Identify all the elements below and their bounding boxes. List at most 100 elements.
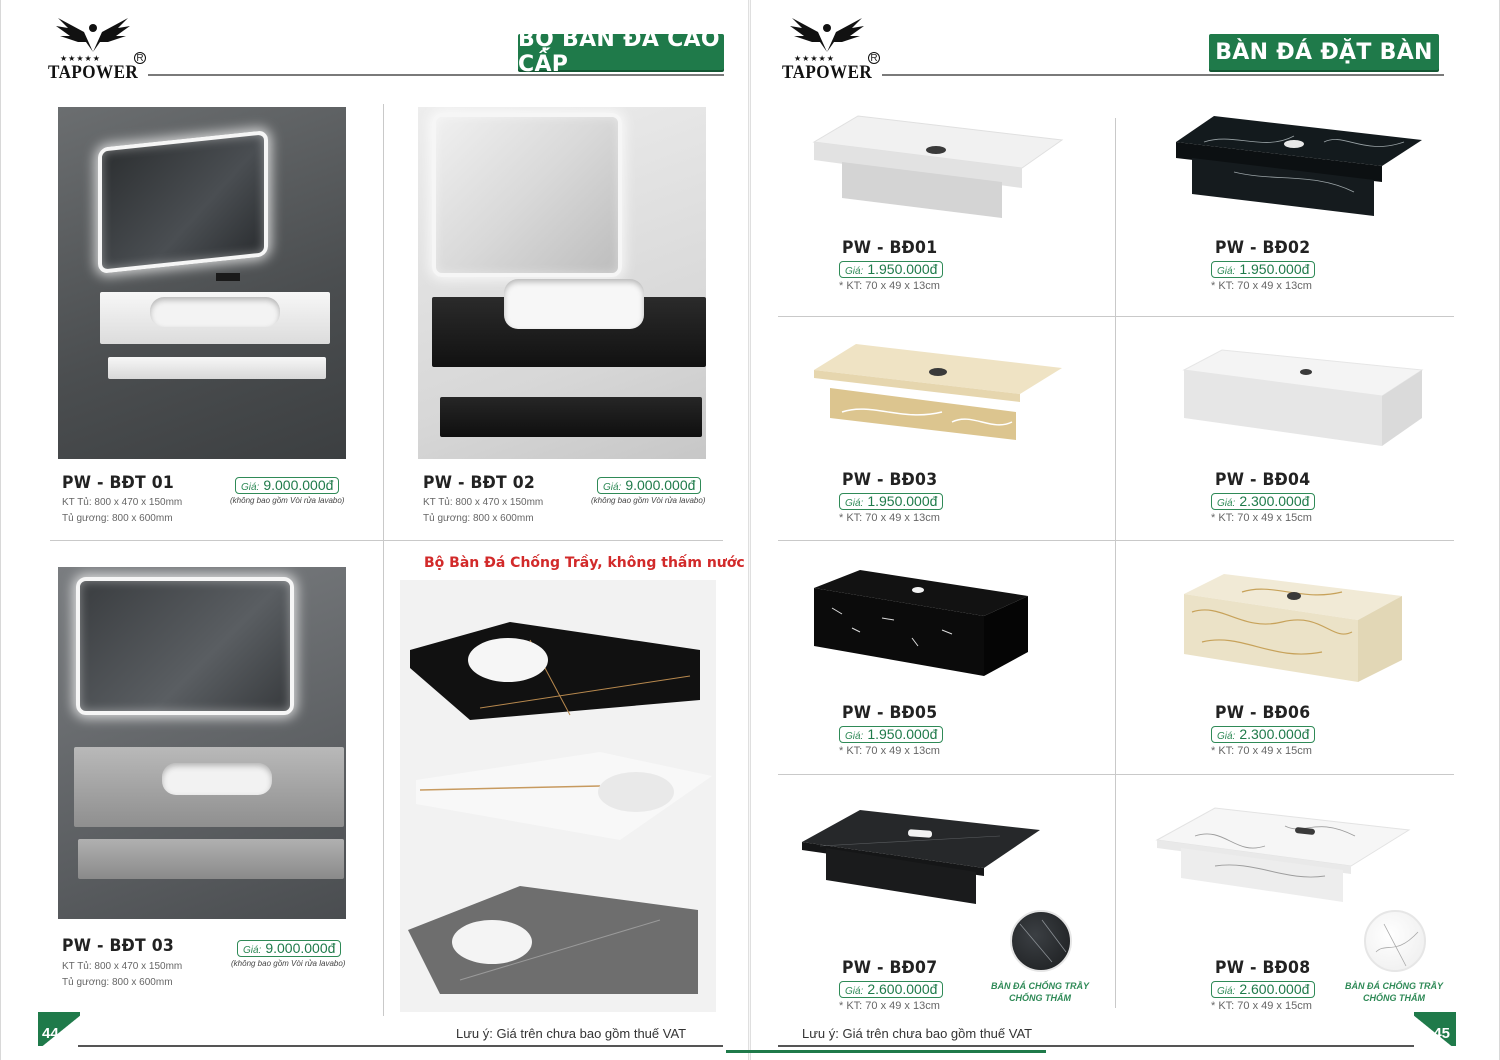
eagle-logo-icon <box>56 18 130 52</box>
product-photo-bdt01 <box>58 107 346 459</box>
product-name: PW - BĐ08 <box>1215 958 1311 978</box>
row-divider <box>50 540 723 541</box>
feature-heading: Bộ Bàn Đá Chống Trầy, không thấm nước <box>424 555 745 571</box>
product-size: * KT: 70 x 49 x 15cm <box>1211 512 1312 524</box>
product-name: PW - BĐ06 <box>1215 703 1311 723</box>
price-value: 1.950.000đ <box>867 726 938 742</box>
brand-logo: ★★★★★ TAPOWER R <box>48 14 148 84</box>
stone-slab-bd03 <box>814 344 1062 440</box>
price-value: 9.000.000đ <box>265 940 336 956</box>
registered-mark: R <box>134 52 146 64</box>
price-label: Giá: <box>243 945 262 956</box>
product-size: * KT: 70 x 49 x 15cm <box>1211 1000 1312 1012</box>
stone-slab-bd01 <box>812 115 1064 218</box>
brand-logo: ★★★★★ TAPOWER R <box>782 14 882 84</box>
column-divider <box>383 104 384 1016</box>
product-spec: Tủ gương: 800 x 600mm <box>62 513 173 524</box>
price-label: Giá: <box>845 986 864 997</box>
price-tag: Giá: 1.950.000đ <box>839 726 944 743</box>
price-tag: Giá: 2.600.000đ <box>1211 981 1316 998</box>
price-value: 2.600.000đ <box>867 981 938 997</box>
price-value: 2.600.000đ <box>1239 981 1310 997</box>
swatch-caption: BÀN ĐÁ CHỐNG TRẦY CHỐNG THẤM <box>1338 980 1450 1004</box>
product-size: * KT: 70 x 49 x 15cm <box>1211 745 1312 757</box>
price-tag: Giá: 1.950.000đ <box>839 261 944 278</box>
price-value: 1.950.000đ <box>867 261 938 277</box>
swatch-caption-line: BÀN ĐÁ CHỐNG TRẦY <box>1345 981 1443 991</box>
product-name: PW - BĐ07 <box>842 958 938 978</box>
stone-slab-bd08 <box>1155 807 1411 902</box>
logo-stars: ★★★★★ <box>60 54 101 63</box>
price-note: (không bao gồm Vòi rửa lavabo) <box>230 496 345 505</box>
price-tag: Giá: 9.000.000đ <box>237 940 342 957</box>
price-label: Giá: <box>241 482 260 493</box>
price-tag: Giá: 9.000.000đ <box>235 477 340 494</box>
page-number: 44 <box>38 1012 80 1046</box>
product-name: PW - BĐ05 <box>842 703 938 723</box>
stone-countertop-samples <box>408 622 712 994</box>
stone-swatch-white <box>1364 910 1426 972</box>
price-label: Giá: <box>1217 986 1236 997</box>
page-gutter <box>748 0 751 1060</box>
price-value: 9.000.000đ <box>263 477 334 493</box>
product-photo-bdt03 <box>58 567 346 919</box>
price-label: Giá: <box>845 731 864 742</box>
product-name: PW - BĐ03 <box>842 470 938 490</box>
footnote: Lưu ý: Giá trên chưa bao gồm thuế VAT <box>456 1026 687 1041</box>
section-banner: BỘ BÀN ĐÁ CAO CẤP <box>518 27 724 77</box>
price-tag: Giá: 9.000.000đ <box>597 477 702 494</box>
product-spec: Tủ gương: 800 x 600mm <box>62 977 173 988</box>
price-tag: Giá: 2.600.000đ <box>839 981 944 998</box>
product-name: PW - BĐT 03 <box>62 936 175 956</box>
stone-slab-bd05 <box>814 570 1028 676</box>
product-spec: Tủ gương: 800 x 600mm <box>423 513 534 524</box>
price-tag: Giá: 1.950.000đ <box>839 493 944 510</box>
price-label: Giá: <box>845 266 864 277</box>
section-banner: BÀN ĐÁ ĐẶT BÀN <box>1209 34 1439 70</box>
logo-stars: ★★★★★ <box>794 54 835 63</box>
price-tag: Giá: 2.300.000đ <box>1211 726 1316 743</box>
price-label: Giá: <box>845 498 864 509</box>
header-rule <box>882 74 1444 76</box>
price-value: 2.300.000đ <box>1239 726 1310 742</box>
product-size: * KT: 70 x 49 x 13cm <box>839 280 940 292</box>
row-divider <box>778 540 1454 541</box>
stone-slab-bd06 <box>1184 574 1402 682</box>
product-size: * KT: 70 x 49 x 13cm <box>1211 280 1312 292</box>
swatch-caption-line: BÀN ĐÁ CHỐNG TRẦY <box>991 981 1089 991</box>
logo-wordmark: TAPOWER <box>48 62 139 83</box>
price-tag: Giá: 1.950.000đ <box>1211 261 1316 278</box>
registered-mark: R <box>868 52 880 64</box>
product-size: * KT: 70 x 49 x 13cm <box>839 512 940 524</box>
stone-slab-bd04 <box>1182 349 1424 446</box>
stone-slab-bd02 <box>1176 116 1422 216</box>
product-name: PW - BĐ02 <box>1215 238 1311 258</box>
product-spec: KT Tủ: 800 x 470 x 150mm <box>423 497 544 508</box>
product-size: * KT: 70 x 49 x 13cm <box>839 1000 940 1012</box>
footnote: Lưu ý: Giá trên chưa bao gồm thuế VAT <box>802 1026 1033 1041</box>
row-divider <box>778 316 1454 317</box>
eagle-logo-icon <box>790 18 864 52</box>
product-name: PW - BĐT 02 <box>423 473 536 493</box>
footer-rule <box>778 1045 1414 1047</box>
product-size: * KT: 70 x 49 x 13cm <box>839 745 940 757</box>
product-name: PW - BĐT 01 <box>62 473 175 493</box>
product-photo-bdt02 <box>418 107 706 459</box>
price-note: (không bao gồm Vòi rửa lavabo) <box>591 496 706 505</box>
price-label: Giá: <box>1217 731 1236 742</box>
swatch-caption-line: CHỐNG THẤM <box>1363 993 1425 1003</box>
product-name: PW - BĐ04 <box>1215 470 1311 490</box>
price-tag: Giá: 2.300.000đ <box>1211 493 1316 510</box>
page-number: 45 <box>1414 1012 1456 1046</box>
price-label: Giá: <box>603 482 622 493</box>
price-value: 9.000.000đ <box>625 477 696 493</box>
swatch-caption-line: CHỐNG THẤM <box>1009 993 1071 1003</box>
product-name: PW - BĐ01 <box>842 238 938 258</box>
price-value: 2.300.000đ <box>1239 493 1310 509</box>
product-spec: KT Tủ: 800 x 470 x 150mm <box>62 497 183 508</box>
center-accent-rule <box>726 1050 1046 1053</box>
header-rule <box>148 74 724 76</box>
logo-wordmark: TAPOWER <box>782 62 873 83</box>
product-spec: KT Tủ: 800 x 470 x 150mm <box>62 961 183 972</box>
